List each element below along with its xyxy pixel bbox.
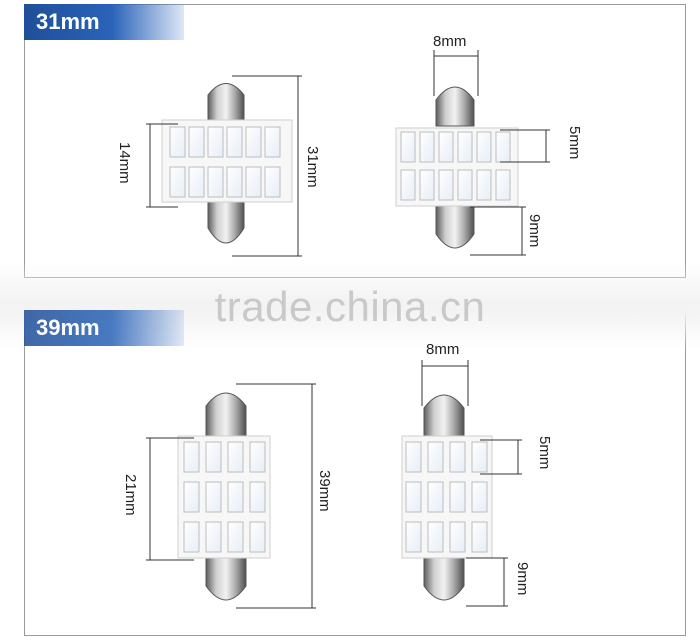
label-9mm-top: 9mm <box>526 214 543 247</box>
label-8mm-bottom: 8mm <box>426 341 459 358</box>
watermark-text: trade.china.cn <box>214 283 486 330</box>
panel-39mm <box>24 310 686 636</box>
label-8mm-top: 8mm <box>433 33 466 50</box>
bulb-39mm-front <box>146 383 316 609</box>
label-5mm-top: 5mm <box>566 126 583 159</box>
badge-39mm: 39mm <box>24 310 184 346</box>
label-14mm: 14mm <box>116 142 133 184</box>
panel-31mm <box>24 4 686 278</box>
label-21mm: 21mm <box>122 474 139 516</box>
bulb-31mm-front <box>146 75 302 257</box>
label-39mm: 39mm <box>316 470 333 512</box>
badge-31mm: 31mm <box>24 4 184 40</box>
bulb-31mm-side <box>395 50 550 256</box>
bulb-39mm-side <box>401 360 522 607</box>
label-9mm-bottom: 9mm <box>514 562 531 595</box>
label-31mm: 31mm <box>304 146 321 188</box>
label-5mm-bottom: 5mm <box>536 436 553 469</box>
